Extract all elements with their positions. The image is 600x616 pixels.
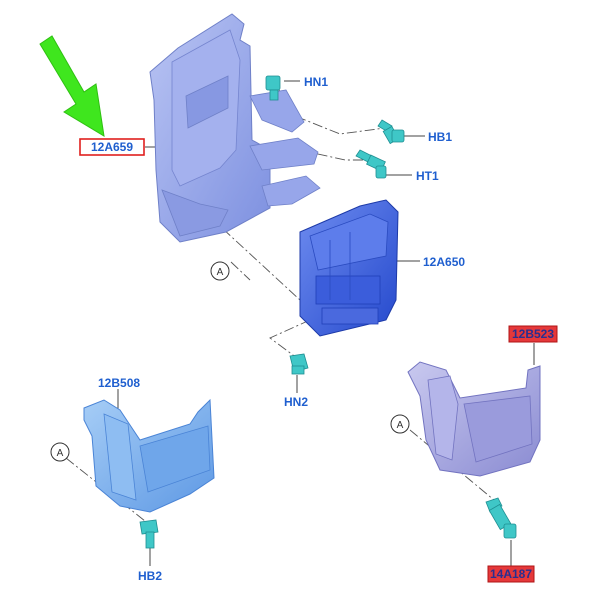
green-arrow: [39, 35, 105, 137]
bracket-12A659: [149, 13, 321, 243]
callout-a-right-text: A: [397, 420, 404, 431]
dash-module-hn2: [269, 319, 311, 359]
fastener-HN1: [265, 75, 281, 101]
label-12A659: 12A659: [91, 140, 133, 154]
fastener-HB2: [139, 519, 159, 549]
cover-12B523: [407, 361, 541, 477]
dash-a-top: [230, 261, 251, 281]
label-HB1: HB1: [428, 130, 452, 144]
callout-a-left-text: A: [57, 448, 64, 459]
callout-a-right: A: [390, 414, 410, 434]
fastener-HN2: [289, 353, 309, 375]
label-box-12A659: [79, 138, 145, 156]
module-12A650: [299, 199, 399, 337]
callout-a-left: A: [50, 442, 70, 462]
dash-bracket-module: [169, 179, 301, 301]
label-HN1: HN1: [304, 75, 328, 89]
dash-ht1: [299, 149, 368, 161]
fastener-HT1: [355, 149, 387, 179]
label-HT1: HT1: [416, 169, 439, 183]
label-HB2: HB2: [138, 569, 162, 583]
label-HN2: HN2: [284, 395, 308, 409]
callout-a-top: A: [210, 261, 230, 281]
fastener-HB1: [377, 119, 405, 145]
callout-a-top-text: A: [217, 267, 224, 278]
label-box-14A187: [487, 565, 535, 583]
fastener-14A187: [485, 497, 517, 539]
shield-12B508: [83, 398, 215, 513]
label-box-12B523: [508, 325, 558, 343]
label-14A187: 14A187: [490, 567, 532, 581]
label-12B523: 12B523: [512, 327, 554, 341]
label-12B508: 12B508: [98, 376, 140, 390]
label-12A650: 12A650: [423, 255, 465, 269]
